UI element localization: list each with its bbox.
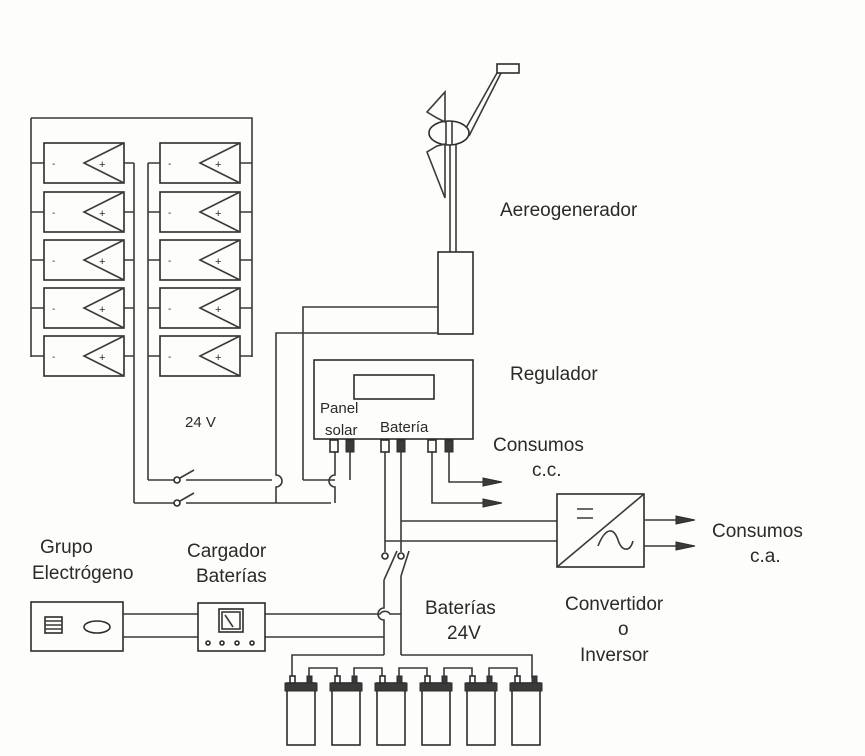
battery-switch	[377, 550, 410, 655]
batteries-voltage-label: 24V	[447, 623, 481, 644]
inverter-label: Convertidor	[565, 594, 664, 615]
dc-loads-label: Consumos	[493, 435, 584, 456]
generator-set	[30, 601, 124, 652]
wind-turbine	[425, 63, 520, 335]
turbine-tail-vane	[496, 63, 520, 74]
negative-terminal-symbol: -	[52, 256, 55, 267]
positive-terminal-symbol: +	[215, 256, 221, 268]
negative-terminal-symbol: -	[168, 352, 171, 363]
inverter-sublabel: Inversor	[580, 645, 649, 666]
positive-terminal-symbol: +	[99, 208, 105, 220]
charger-sublabel: Baterías	[196, 566, 267, 587]
ac-loads-label: Consumos	[712, 521, 803, 542]
battery-terminal-label: Batería	[380, 419, 429, 436]
negative-terminal-symbol: -	[52, 304, 55, 315]
solar-terminal-label: solar	[325, 422, 358, 439]
battery-cell	[329, 667, 383, 746]
negative-terminal-symbol: -	[52, 208, 55, 219]
regulator-display	[353, 374, 435, 400]
meter-icon	[218, 608, 244, 633]
solar-panel: -+	[31, 191, 134, 233]
turbine-hub	[428, 120, 470, 146]
terminal	[345, 439, 355, 453]
positive-terminal-symbol: +	[215, 208, 221, 220]
array-wiring	[30, 117, 253, 503]
panel-terminal-label: Panel	[320, 400, 358, 417]
battery-main-leads	[291, 654, 533, 678]
positive-terminal-symbol: +	[99, 304, 105, 316]
terminal	[396, 439, 406, 453]
panel-input-wiring	[328, 452, 351, 503]
battery-cell	[284, 667, 338, 746]
positive-terminal-symbol: +	[215, 304, 221, 316]
negative-terminal-symbol: -	[52, 352, 55, 363]
generator-label: Grupo	[40, 537, 93, 558]
solar-panel: -+	[31, 239, 134, 281]
regulator-label: Regulador	[510, 364, 598, 385]
battery-link	[308, 667, 338, 676]
battery-charger	[197, 602, 266, 652]
dc-loads-outputs	[431, 452, 503, 508]
solar-array: -+-+-+-+-+-+-+-+-+-+	[30, 117, 253, 503]
arrow-icon	[675, 515, 696, 551]
solar-panel: -+	[148, 191, 252, 233]
turbine-tail-boom	[465, 72, 502, 137]
battery-cell	[419, 667, 473, 746]
battery-link	[443, 667, 473, 676]
negative-terminal-symbol: -	[168, 304, 171, 315]
solar-panel: -+	[148, 142, 252, 184]
negative-terminal-symbol: -	[168, 256, 171, 267]
wind-generator-label: Aereogenerador	[500, 200, 638, 221]
positive-terminal-symbol: +	[215, 159, 221, 171]
inverter	[556, 493, 696, 568]
turbine-wiring	[275, 306, 438, 503]
ac-symbol-icon	[597, 530, 634, 550]
negative-terminal-symbol: -	[52, 159, 55, 170]
negative-terminal-symbol: -	[168, 208, 171, 219]
solar-panel: -+	[31, 287, 134, 329]
battery-cell	[509, 675, 543, 746]
charger-label: Cargador	[187, 541, 267, 562]
battery-link	[398, 667, 428, 676]
battery-bank	[284, 667, 543, 746]
charge-regulator	[313, 359, 474, 453]
positive-terminal-symbol: +	[99, 256, 105, 268]
negative-terminal-symbol: -	[168, 159, 171, 170]
positive-terminal-symbol: +	[215, 352, 221, 364]
array-switch	[134, 469, 331, 507]
charger-wiring	[123, 610, 401, 638]
terminal	[427, 439, 437, 453]
dc-loads-sublabel: c.c.	[532, 460, 562, 481]
battery-cell	[374, 667, 428, 746]
solar-panel: -+	[31, 142, 134, 184]
solar-panel: -+	[148, 239, 252, 281]
solar-panel: -+	[148, 335, 252, 377]
positive-terminal-symbol: +	[99, 352, 105, 364]
turbine-base-box	[437, 251, 474, 335]
inverter-or-label: o	[618, 619, 629, 640]
terminal	[444, 439, 454, 453]
battery-bus-wiring	[384, 452, 557, 552]
solar-panel: -+	[31, 335, 134, 377]
battery-cell	[464, 667, 518, 746]
battery-link	[488, 667, 518, 676]
terminal	[329, 439, 339, 453]
generator-sublabel: Electrógeno	[32, 563, 133, 584]
batteries-label: Baterías	[425, 598, 496, 619]
battery-link	[353, 667, 383, 676]
ac-loads-sublabel: c.a.	[750, 546, 781, 567]
array-voltage-label: 24 V	[185, 414, 216, 431]
positive-terminal-symbol: +	[99, 159, 105, 171]
arrow-icon	[482, 477, 503, 508]
terminal	[380, 439, 390, 453]
solar-panel: -+	[148, 287, 252, 329]
dc-symbol-icon	[577, 508, 593, 519]
turbine-blades	[425, 89, 453, 199]
